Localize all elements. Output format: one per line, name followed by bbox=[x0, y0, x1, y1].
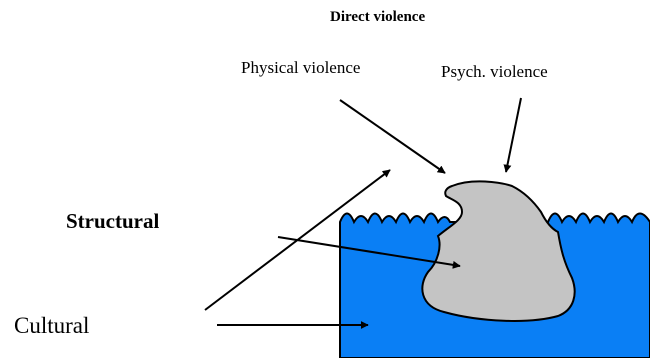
physical-violence-label: Physical violence bbox=[241, 58, 361, 77]
iceberg bbox=[421, 180, 576, 322]
structural-label: Structural bbox=[66, 209, 160, 233]
direct-violence-label: Direct violence bbox=[330, 9, 426, 25]
structural-arrow bbox=[277, 236, 461, 269]
psych-violence-arrow bbox=[503, 97, 522, 173]
cultural-label: Cultural bbox=[14, 313, 90, 338]
psych-violence-label: Psych. violence bbox=[441, 62, 548, 81]
physical-violence-arrow bbox=[339, 99, 446, 174]
cultural-up-arrow bbox=[204, 169, 391, 311]
